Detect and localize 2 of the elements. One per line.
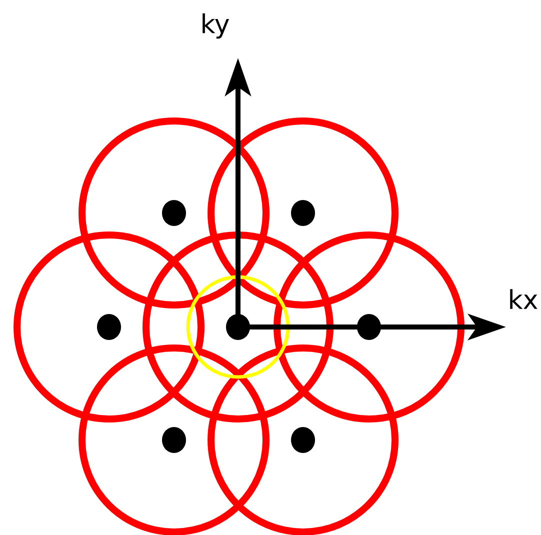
axis-label: kx [510, 289, 538, 309]
axis-label: ky [202, 13, 229, 39]
